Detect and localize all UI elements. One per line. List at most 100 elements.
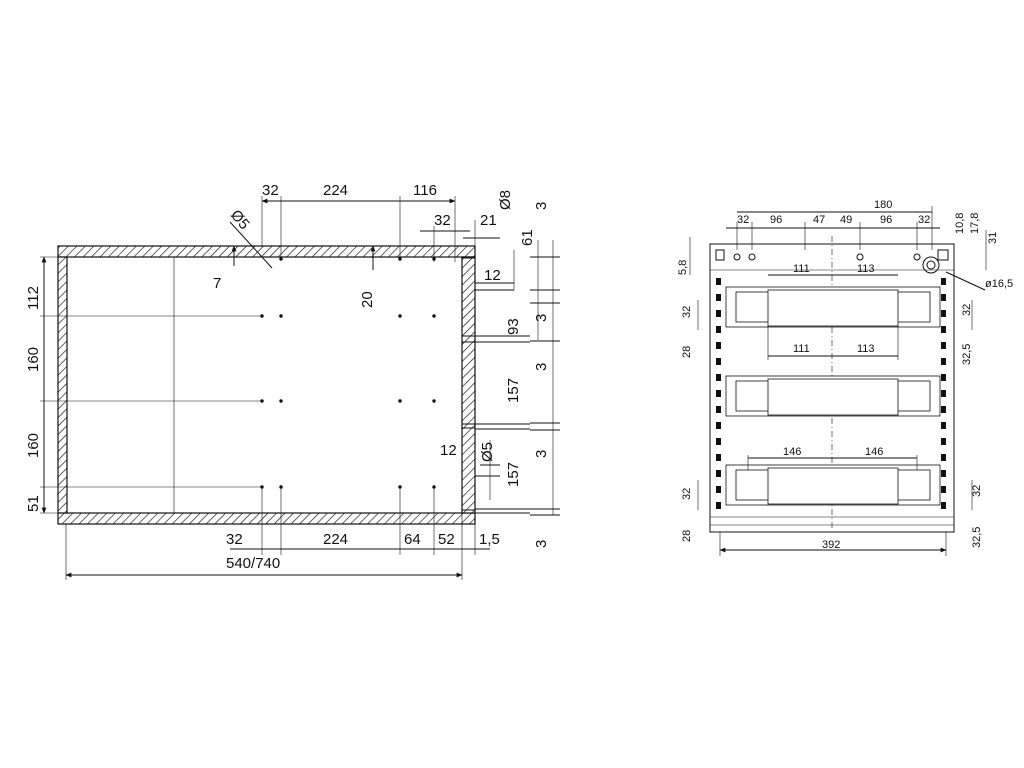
dim-three-2: 3 <box>533 314 550 322</box>
drawer-fronts <box>461 257 530 514</box>
side-slot <box>716 470 721 477</box>
side-slot <box>716 438 721 445</box>
side-slot <box>716 342 721 349</box>
dim-t-32b: 32 <box>918 214 930 226</box>
side-slot <box>941 390 946 397</box>
dim-20: 20 <box>359 291 376 308</box>
dim-12-low: 12 <box>440 442 457 459</box>
side-slot <box>941 358 946 365</box>
dim-t-32a: 32 <box>737 214 749 226</box>
dim-t-49: 49 <box>840 214 852 226</box>
side-section-view: 32 224 116 32 21 Ø8 Ø5 7 20 12 12 Ø5 112… <box>25 182 560 580</box>
side-slot <box>941 406 946 413</box>
side-slot <box>716 454 721 461</box>
dim-sub-21: 21 <box>480 212 497 229</box>
side-slot <box>716 422 721 429</box>
dim-146a: 146 <box>783 446 801 458</box>
dim-dia-5-low: Ø5 <box>479 442 496 462</box>
dim-146b: 146 <box>865 446 883 458</box>
side-slot <box>941 374 946 381</box>
dim-bottom-1-5: 1,5 <box>479 531 500 548</box>
dim-left-51: 51 <box>25 495 42 512</box>
front-outline <box>709 243 955 533</box>
dim-top-32: 32 <box>262 182 279 199</box>
side-slot <box>941 486 946 493</box>
side-slot <box>941 342 946 349</box>
side-slot <box>716 294 721 301</box>
side-slot <box>716 502 721 509</box>
side-slot <box>941 454 946 461</box>
dim-r-32-5b: 32,5 <box>971 527 983 548</box>
front-view: 180 32 96 47 49 96 32 111 113 111 113 14… <box>677 199 1013 556</box>
dim-overall-540-740: 540/740 <box>226 555 280 572</box>
dim-t-96a: 96 <box>770 214 782 226</box>
dim-three-5: 3 <box>533 540 550 548</box>
side-slot <box>716 310 721 317</box>
side-slot <box>716 374 721 381</box>
dim-dia-5-slant: Ø5 <box>227 207 253 233</box>
dim-l-28b: 28 <box>681 530 693 542</box>
dim-bottom-64: 64 <box>404 531 421 548</box>
side-slot <box>941 438 946 445</box>
dim-t-96b: 96 <box>880 214 892 226</box>
dim-right-61: 61 <box>519 229 536 246</box>
right-panel <box>461 256 476 514</box>
dim-7: 7 <box>213 275 221 292</box>
dim-113-low: 113 <box>857 343 875 355</box>
side-slot <box>941 294 946 301</box>
left-panel <box>57 256 68 514</box>
dim-392: 392 <box>822 539 840 551</box>
dim-r-32-5a: 32,5 <box>961 344 973 365</box>
top-panel <box>57 245 476 258</box>
dim-sub-32: 32 <box>434 212 451 229</box>
dim-three-3: 3 <box>533 363 550 371</box>
dim-dia-16-5: ø16,5 <box>985 278 1013 290</box>
dim-three-4: 3 <box>533 450 550 458</box>
side-slot <box>941 278 946 285</box>
dim-right-157b: 157 <box>505 462 522 487</box>
dim-l-32a: 32 <box>681 306 693 318</box>
side-slot <box>716 390 721 397</box>
drawer-rails <box>725 286 941 506</box>
top-fittings <box>715 249 949 274</box>
dim-17-8: 17,8 <box>969 213 981 234</box>
side-slot <box>716 278 721 285</box>
hole-pattern <box>260 257 436 489</box>
dim-right-157a: 157 <box>505 378 522 403</box>
dim-180: 180 <box>874 199 892 211</box>
dim-5-8: 5,8 <box>677 260 689 275</box>
dim-l-32b: 32 <box>681 488 693 500</box>
dim-113: 113 <box>857 263 875 275</box>
dim-12-top: 12 <box>484 267 501 284</box>
side-slots <box>716 278 946 509</box>
dim-bottom-52: 52 <box>438 531 455 548</box>
side-slot <box>941 326 946 333</box>
dim-bottom-32: 32 <box>226 531 243 548</box>
dim-left-160a: 160 <box>25 347 42 372</box>
dim-t-47: 47 <box>813 214 825 226</box>
side-slot <box>716 486 721 493</box>
dim-top-116: 116 <box>413 182 437 199</box>
side-slot <box>716 406 721 413</box>
side-slot <box>716 358 721 365</box>
dim-right-93: 93 <box>505 318 522 335</box>
dim-dia-8: Ø8 <box>497 190 514 210</box>
dim-bottom-224: 224 <box>323 531 348 548</box>
side-slot <box>716 326 721 333</box>
dim-three-1: 3 <box>533 202 550 210</box>
bottom-panel <box>57 512 476 525</box>
dim-l-28a: 28 <box>681 346 693 358</box>
dim-left-160b: 160 <box>25 433 42 458</box>
dim-31: 31 <box>987 232 999 244</box>
side-slot <box>941 470 946 477</box>
dim-111-low: 111 <box>793 343 810 355</box>
dim-left-112: 112 <box>25 286 42 310</box>
side-slot <box>941 502 946 509</box>
dim-top-224: 224 <box>323 182 348 199</box>
dim-111: 111 <box>793 263 810 275</box>
dim-10-8: 10,8 <box>954 213 966 234</box>
side-slot <box>941 422 946 429</box>
dim-r-32a: 32 <box>961 304 973 316</box>
side-slot <box>941 310 946 317</box>
